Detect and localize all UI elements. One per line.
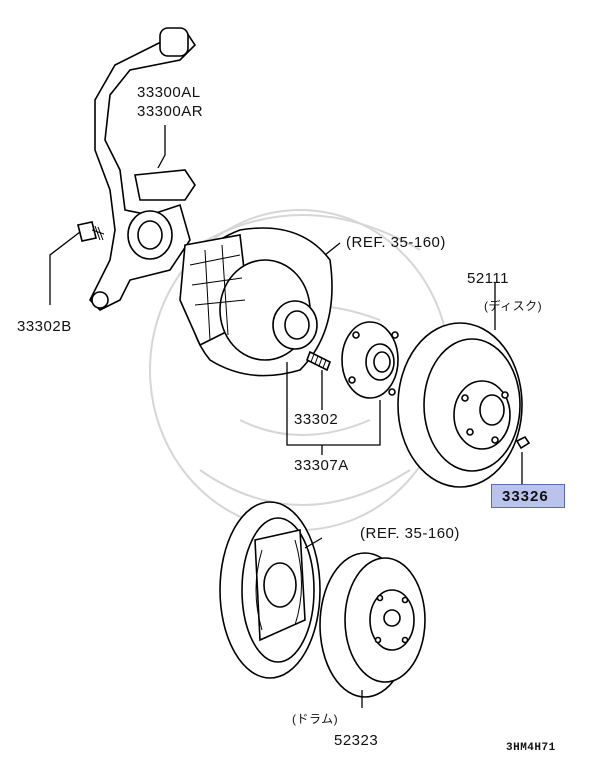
label-33302: 33302 — [294, 411, 339, 428]
knuckle-bolt — [77, 221, 105, 242]
label-33326-highlight[interactable]: 33326 — [491, 484, 565, 508]
label-52111: 52111 — [467, 270, 509, 287]
label-52323: 52323 — [334, 732, 379, 749]
label-33300AR: 33300AR — [137, 103, 204, 120]
label-33300AL: 33300AL — [137, 84, 201, 101]
label-drum-jp: (ドラム) — [292, 712, 339, 726]
label-disc-jp: (ディスク) — [484, 299, 543, 313]
wheel-nut — [515, 435, 531, 450]
drum-backing-plate — [219, 501, 321, 679]
hub-flange — [341, 321, 399, 399]
backing-plate-assembly — [179, 227, 333, 377]
label-33307A: 33307A — [294, 457, 349, 474]
brake-disc — [397, 322, 523, 488]
steering-knuckle — [89, 27, 197, 311]
diagram-code: 3HM4H71 — [506, 742, 556, 754]
label-ref-upper: (REF. 35-160) — [346, 234, 446, 251]
label-33302B: 33302B — [17, 318, 72, 335]
label-ref-lower: (REF. 35-160) — [360, 525, 460, 542]
hub-stud — [305, 350, 332, 372]
brake-drum — [319, 552, 426, 698]
